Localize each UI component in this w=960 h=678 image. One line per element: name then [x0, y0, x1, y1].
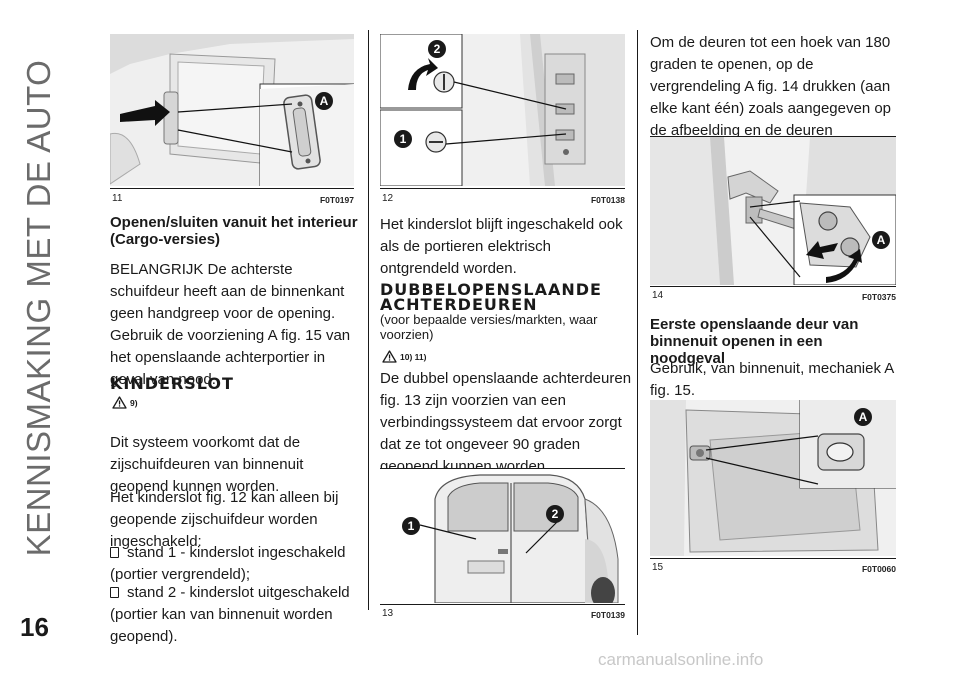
figure-12-image: 2 1: [380, 34, 625, 186]
figure-15-number: 15: [652, 562, 664, 573]
figure-14-code: F0T0375: [861, 292, 896, 302]
figure-13-top-rule: [380, 468, 625, 469]
chapter-side-title: KENNISMAKING MET DE AUTO: [2, 28, 76, 588]
bullet-text: stand 2 - kinderslot uitgeschakeld (port…: [110, 584, 350, 645]
heading-note: (voor bepaalde versies/markten, waar voo…: [380, 312, 598, 342]
figure-12-number: 12: [382, 193, 394, 204]
figure-11-number: 11: [112, 193, 123, 204]
figure-15-caption-rule: [650, 558, 896, 559]
chapter-title-text: KENNISMAKING MET DE AUTO: [20, 59, 57, 557]
paragraph-achterdeuren: De dubbel openslaande achterdeuren fig. …: [380, 370, 632, 475]
column-divider: [368, 30, 369, 610]
column-divider: [637, 30, 638, 635]
figure-15-image: A: [650, 400, 896, 556]
paragraph-mechaniek: Gebruik, van binnenuit, mechaniek A fig.…: [650, 360, 894, 399]
figure-14-number: 14: [652, 290, 664, 301]
figure-13-number: 13: [382, 608, 394, 619]
bullet-item-stand-2: stand 2 - kinderslot uitgeschakeld (port…: [110, 582, 362, 648]
warning-ref-text: 9): [130, 397, 138, 408]
figure-13-code: F0T0139: [590, 610, 625, 620]
warning-ref-9: 9): [112, 396, 138, 409]
footer-watermark: carmanualsonline.info: [598, 650, 764, 669]
warning-triangle-icon: [112, 396, 127, 409]
callout-2: 2: [428, 40, 446, 58]
warning-ref-text: 10) 11): [400, 351, 427, 362]
callout-2: 2: [546, 505, 564, 523]
callout-A: A: [854, 408, 872, 426]
figure-14-top-rule: [650, 136, 896, 137]
warning-triangle-icon: [382, 350, 397, 363]
subheading-noodgeval: Eerste openslaande deur van binnenuit op…: [650, 316, 859, 367]
bullet-text: stand 1 - kinderslot ingeschakeld (porti…: [110, 544, 346, 583]
bullet-item-stand-1: stand 1 - kinderslot ingeschakeld (porti…: [110, 542, 362, 586]
checkbox-bullet-icon: [110, 547, 119, 558]
figure-11-caption-rule: [110, 188, 354, 189]
page-number: 16: [20, 612, 49, 642]
subheading-cargo: Openen/sluiten vanuit het interieur (Car…: [110, 214, 358, 248]
callout-1: 1: [402, 517, 420, 535]
warning-ref-10-11: 10) 11): [382, 350, 426, 363]
paragraph-belangrijk: BELANGRIJK De achterste schuifdeur heeft…: [110, 261, 351, 388]
figure-12-code: F0T0138: [590, 195, 625, 205]
figure-11-image: A: [110, 34, 354, 186]
figure-12-caption-rule: [380, 188, 625, 189]
figure-13-image: 1 2: [380, 469, 625, 603]
paragraph-kinderslot-elektrisch: Het kinderslot blijft ingeschakeld ook a…: [380, 216, 623, 277]
figure-14-caption-rule: [650, 286, 896, 287]
callout-A: A: [315, 92, 333, 110]
checkbox-bullet-icon: [110, 587, 119, 598]
figure-13-caption-rule: [380, 604, 625, 605]
callout-A: A: [872, 231, 890, 249]
heading-kinderslot: KINDERSLOT: [110, 374, 234, 393]
figure-14-image: A: [650, 137, 896, 285]
callout-1: 1: [394, 130, 412, 148]
heading-dubbelopenslaande: DUBBELOPENSLAANDE ACHTERDEUREN: [380, 280, 602, 314]
paragraph-kinderslot-1: Dit systeem voorkomt dat de zijschuifdeu…: [110, 434, 304, 495]
paragraph-kinderslot-2: Het kinderslot fig. 12 kan alleen bij ge…: [110, 489, 339, 550]
figure-15-code: F0T0060: [861, 564, 896, 574]
figure-11-code: F0T0197: [319, 195, 354, 205]
